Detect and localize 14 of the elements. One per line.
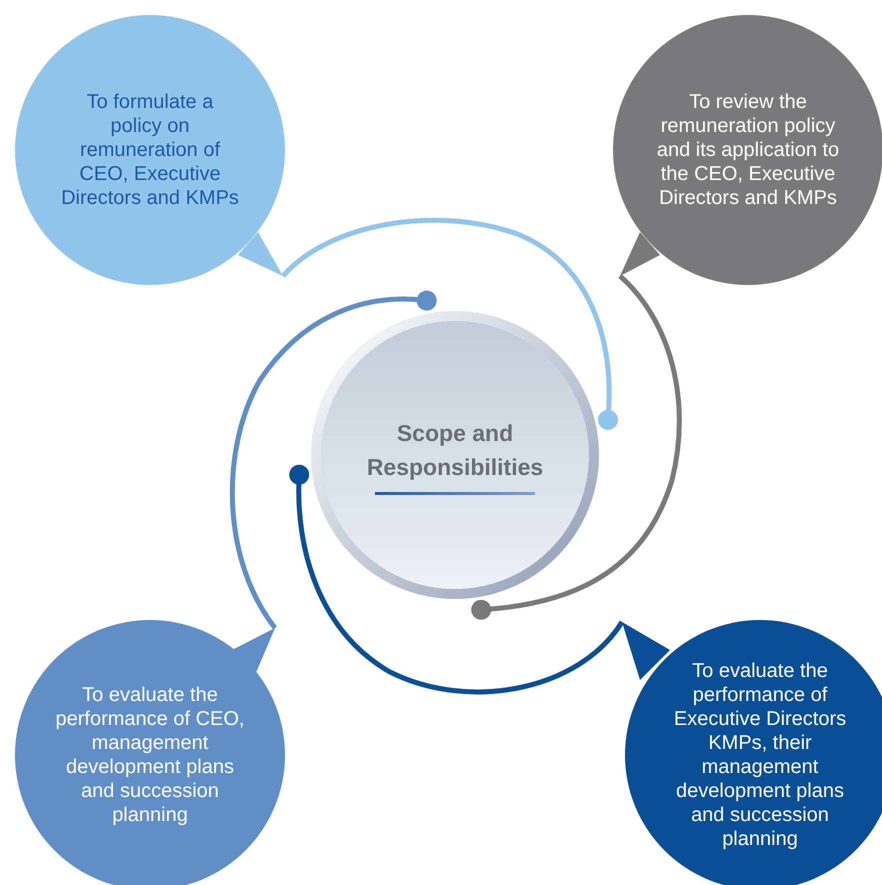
bubble-text: To evaluate the performance of CEO, management development plans and succession planning	[54, 683, 246, 827]
bubble-text: To review the remuneration policy and its application to the CEO, Executive Directors and KMPs	[656, 90, 840, 210]
connector-line	[289, 464, 624, 694]
connector-line	[230, 290, 437, 630]
bubble-text: To formulate a policy on remuneration of CEO, Executive Directors and KMPs	[60, 90, 240, 210]
speech-bubble	[613, 15, 882, 285]
title-text: Scope and Responsibilities	[366, 418, 544, 482]
speech-bubble	[15, 620, 285, 885]
bubble-text: To evaluate the performance of Executive Directors KMPs, their management development plans and succession planning	[672, 659, 848, 851]
center-circle	[310, 310, 600, 600]
speech-bubble	[625, 620, 882, 885]
connector-line	[471, 274, 682, 620]
connector-line	[281, 218, 618, 430]
speech-bubble	[15, 15, 285, 285]
